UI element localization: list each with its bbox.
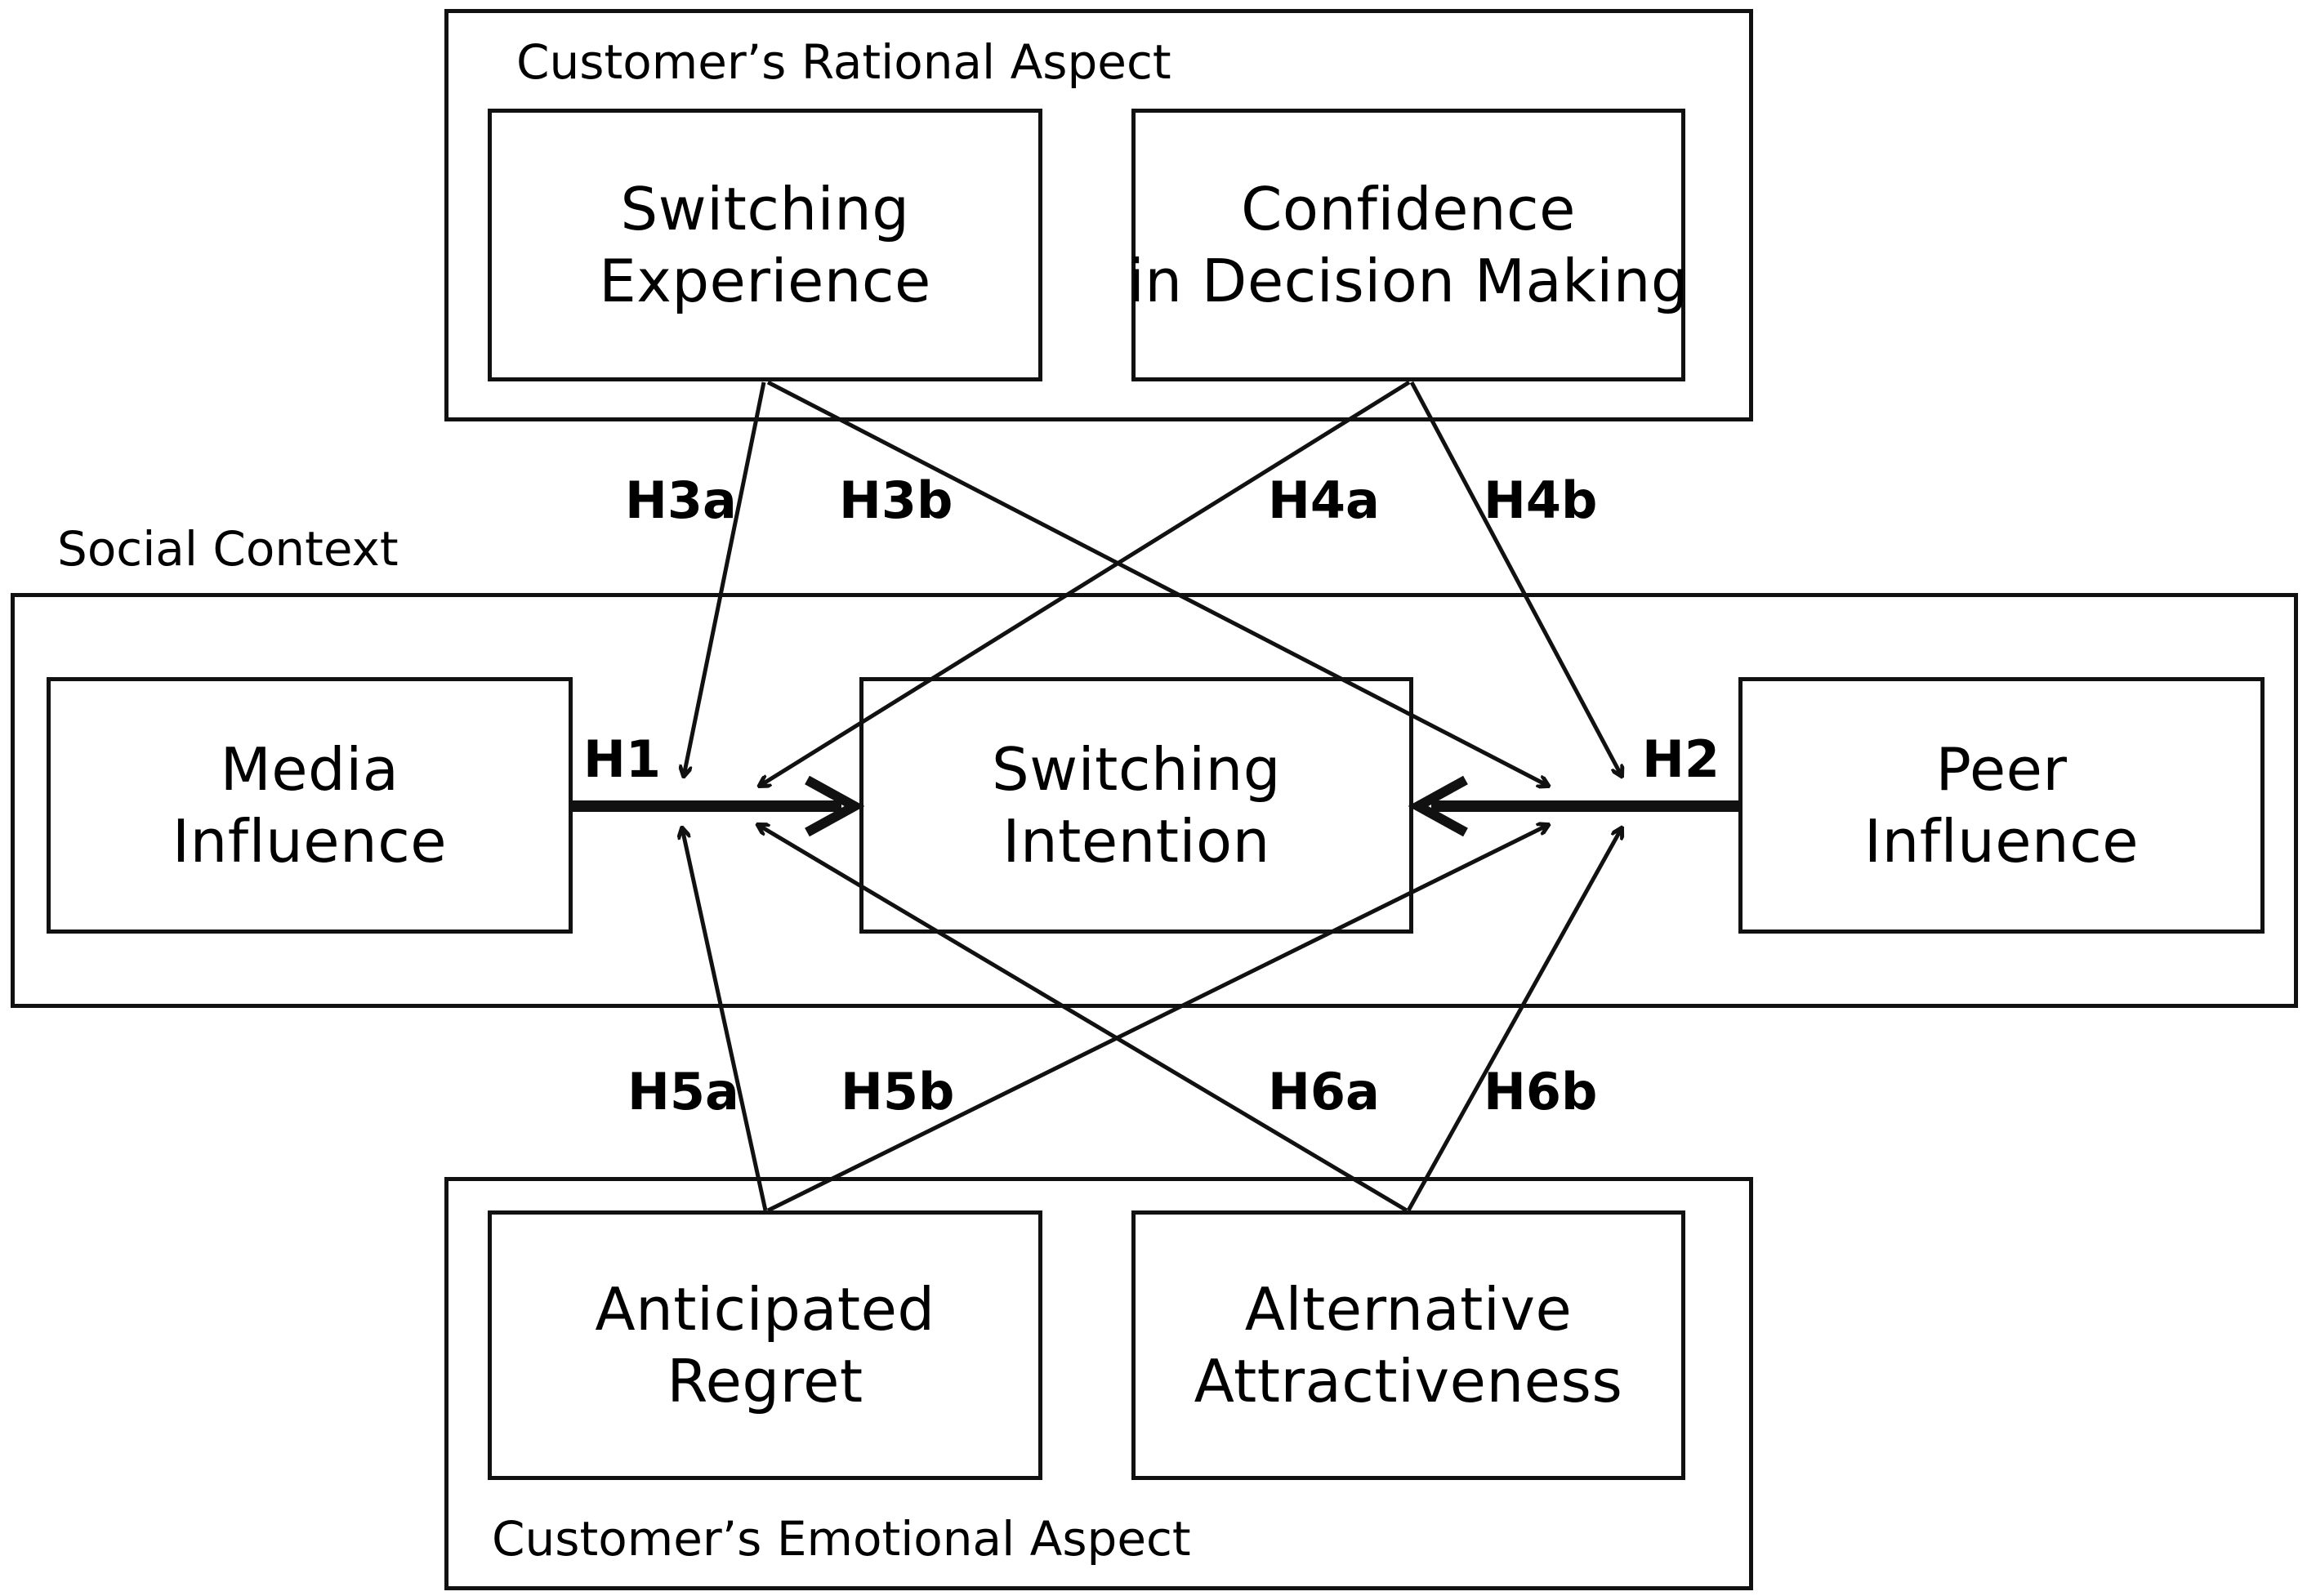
peer-influence-line-1: Peer	[1935, 735, 2068, 804]
h4a-label: H4a	[1268, 470, 1380, 530]
h4b-arrow	[1409, 381, 1622, 776]
anticipated-regret-box: Anticipated Regret	[488, 1210, 1042, 1480]
confidence-line-1: Confidence	[1241, 175, 1576, 243]
social-context-label: Social Context	[57, 521, 399, 577]
anticipated-regret-line-2: Regret	[667, 1347, 863, 1415]
emotional-aspect-group	[444, 1177, 1753, 1590]
h2-label: H2	[1642, 729, 1720, 789]
switching-experience-line-1: Switching	[620, 175, 910, 243]
rational-aspect-group	[444, 9, 1753, 421]
media-influence-line-1: Media	[220, 735, 399, 804]
h5a-label: H5a	[627, 1062, 739, 1121]
rational-aspect-label: Customer’s Rational Aspect	[516, 34, 1171, 90]
media-influence-line-2: Influence	[172, 807, 448, 876]
peer-influence-box: Peer Influence	[1738, 677, 2265, 934]
peer-influence-line-2: Influence	[1863, 807, 2140, 876]
h3b-label: H3b	[839, 470, 953, 530]
h6a-arrow	[758, 825, 1408, 1213]
h6b-label: H6b	[1484, 1062, 1598, 1121]
switching-experience-box: Switching Experience	[488, 109, 1042, 381]
anticipated-regret-line-1: Anticipated	[595, 1275, 935, 1344]
social-context-group	[11, 593, 2298, 1008]
h5b-arrow	[766, 825, 1548, 1213]
h4a-arrow	[760, 380, 1411, 786]
h3a-label: H3a	[625, 470, 737, 530]
emotional-aspect-label: Customer’s Emotional Aspect	[492, 1511, 1191, 1567]
h1-main-arrow	[573, 775, 865, 837]
switching-intention-line-1: Switching	[992, 735, 1281, 804]
h1-label: H1	[583, 729, 662, 789]
h3a-arrow	[684, 381, 766, 776]
media-influence-box: Media Influence	[47, 677, 573, 934]
h5a-arrow	[682, 828, 768, 1211]
h5b-label: H5b	[841, 1062, 955, 1121]
switching-intention-line-2: Intention	[1002, 807, 1270, 876]
alternative-attractiveness-line-1: Alternative	[1244, 1275, 1573, 1344]
h3b-arrow	[766, 380, 1548, 786]
h6a-label: H6a	[1268, 1062, 1380, 1121]
confidence-line-2: in Decision Making	[1127, 247, 1689, 315]
switching-intention-box: Switching Intention	[859, 677, 1413, 934]
confidence-box: Confidence in Decision Making	[1128, 109, 1689, 381]
alternative-attractiveness-line-2: Attractiveness	[1194, 1347, 1623, 1415]
switching-experience-line-2: Experience	[599, 247, 931, 315]
alternative-attractiveness-box: Alternative Attractiveness	[1131, 1210, 1685, 1480]
h6b-arrow	[1406, 828, 1622, 1212]
h2-main-arrow	[1408, 775, 1738, 837]
h4b-label: H4b	[1484, 470, 1598, 530]
